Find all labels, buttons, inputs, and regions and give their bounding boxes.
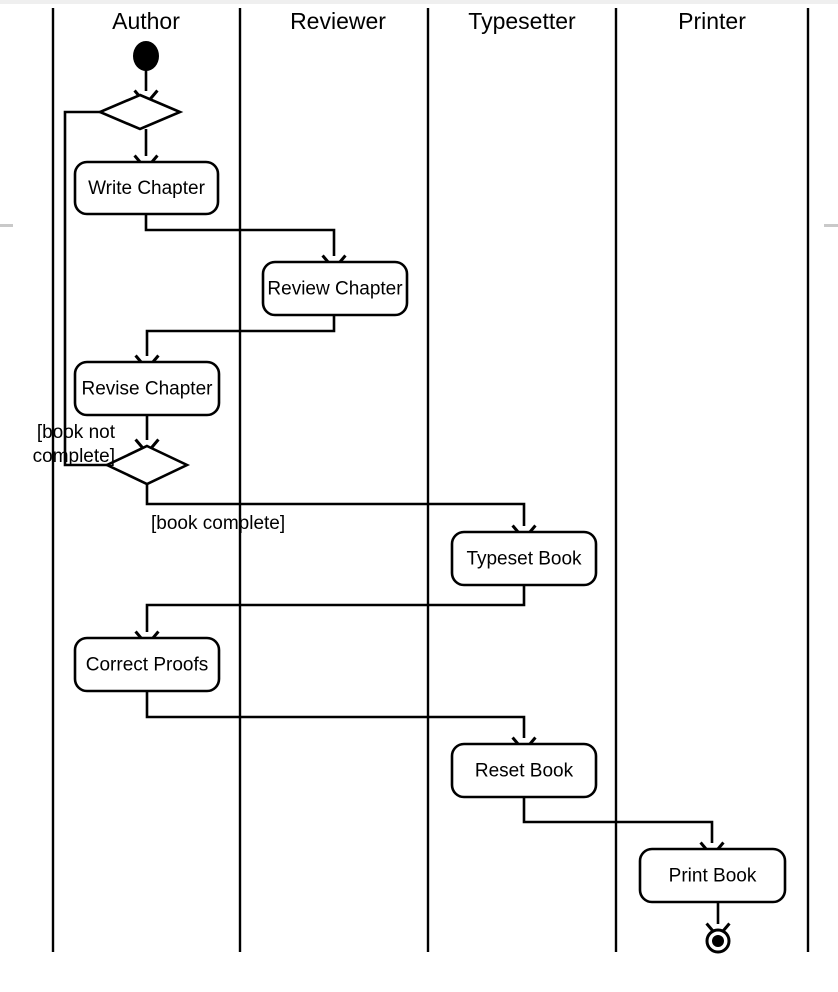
action-revise-chapter-shape[interactable] [73,360,221,417]
action-print-book-shape[interactable] [638,847,787,904]
action-reset-book-shape[interactable] [450,742,598,799]
action-reset-book-label: Reset Book [475,761,574,782]
guard-book-complete: [book complete] [151,513,285,534]
action-write-chapter-label: Write Chapter [88,178,206,199]
action-typeset-book[interactable]: Typeset Book [450,530,598,587]
decision-node[interactable] [103,444,191,486]
guard-book-not-complete-line1: [book not [37,422,116,443]
action-review-chapter-shape[interactable] [261,260,409,317]
action-reset-book[interactable]: Reset Book [450,742,598,799]
page-edge-artifact-right [824,224,838,227]
page-edge-artifact-left [0,224,13,227]
edge-typeset-to-correct-proofs [134,585,526,648]
action-typeset-book-shape[interactable] [450,530,598,587]
action-correct-proofs-label: Correct Proofs [86,655,208,676]
action-revise-chapter-label: Revise Chapter [82,379,214,400]
action-write-chapter[interactable]: Write Chapter [73,160,220,216]
action-revise-chapter[interactable]: Revise Chapter [73,360,221,417]
initial-node[interactable] [133,41,159,71]
action-correct-proofs-shape[interactable] [73,636,221,693]
lane-header-printer: Printer [678,8,746,34]
action-review-chapter-label: Review Chapter [267,279,403,300]
lane-header-author: Author [112,8,180,34]
merge-node[interactable] [96,93,184,131]
edge-write-to-review [144,214,347,272]
action-review-chapter[interactable]: Review Chapter [261,260,409,317]
page-top-band [0,0,838,4]
edge-review-to-revise [134,315,336,372]
action-print-book-label: Print Book [669,866,757,887]
lane-header-typesetter: Typesetter [468,8,576,34]
edge-decision-to-typeset [145,484,537,542]
action-typeset-book-label: Typeset Book [466,549,582,570]
action-print-book[interactable]: Print Book [638,847,787,904]
action-write-chapter-shape[interactable] [73,160,220,216]
action-correct-proofs[interactable]: Correct Proofs [73,636,221,693]
final-node[interactable] [705,928,731,954]
final-node-center [712,935,724,947]
guard-book-not-complete-line2: complete] [33,446,115,467]
edge-correct-proofs-to-reset [145,691,537,754]
lane-header-reviewer: Reviewer [290,8,386,34]
edge-reset-to-print [522,797,725,859]
